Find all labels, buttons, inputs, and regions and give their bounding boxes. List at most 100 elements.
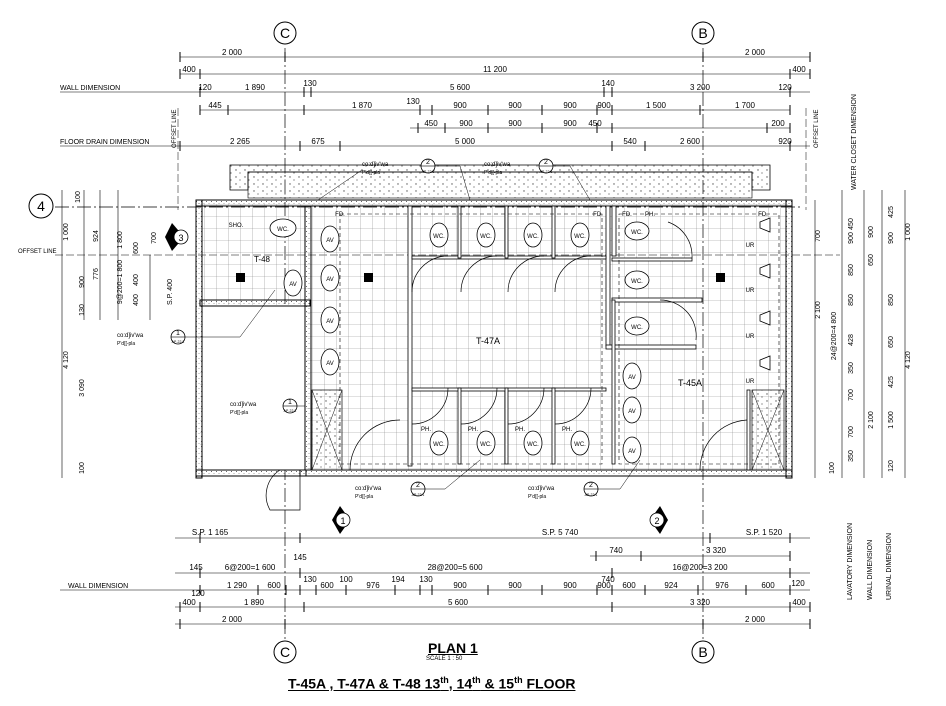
svg-text:AV: AV xyxy=(326,361,334,367)
svg-text:900: 900 xyxy=(868,226,875,238)
room-label-t45a: T-45A xyxy=(678,378,702,388)
svg-text:PH.: PH. xyxy=(515,427,525,433)
svg-text:900: 900 xyxy=(888,232,895,244)
svg-text:600: 600 xyxy=(761,581,775,590)
svg-text:co:d]iv'wa: co:d]iv'wa xyxy=(355,486,382,492)
svg-text:1 500: 1 500 xyxy=(646,101,667,110)
svg-text:120: 120 xyxy=(888,460,895,472)
callout-2-bottom-right: 2 AP-22.1 co:d]iv'wa P'd[[-pla xyxy=(528,481,599,500)
svg-text:100: 100 xyxy=(829,462,836,474)
svg-text:450: 450 xyxy=(424,119,438,128)
svg-text:2 000: 2 000 xyxy=(745,48,766,57)
svg-text:700: 700 xyxy=(848,389,855,401)
svg-text:130: 130 xyxy=(303,575,317,584)
left-dimension-lines xyxy=(61,190,151,478)
drawing-subtitle: T-45A , T-47A & T-48 13th, 14th & 15th F… xyxy=(288,675,576,692)
door-swings xyxy=(265,221,748,511)
fixture-labels: WC. WC. WC. WC. WC. WC. WC. WC. WC. WC. … xyxy=(229,212,768,455)
svg-text:1 290: 1 290 xyxy=(227,581,248,590)
svg-text:3: 3 xyxy=(178,233,183,243)
section-marker-3: 3 xyxy=(165,223,189,251)
right-dimension-lines xyxy=(814,190,906,478)
grid-bubble-4: 4 xyxy=(28,193,54,219)
svg-text:AV: AV xyxy=(326,238,334,244)
callout-1-center: 1 AP-22.1 co:d]iv'wa P'd[[-pla xyxy=(230,398,298,416)
svg-text:900: 900 xyxy=(563,101,577,110)
svg-text:900: 900 xyxy=(508,581,522,590)
svg-text:P'd[[-pla: P'd[[-pla xyxy=(484,170,502,176)
svg-text:924: 924 xyxy=(664,581,678,590)
svg-text:WC.: WC. xyxy=(631,279,643,285)
bottom-dimension-text: S.P. 1 165 S.P. 5 740 S.P. 1 520 740 3 3… xyxy=(182,528,806,624)
offset-line-label-left-top: OFFSET LINE xyxy=(172,109,178,148)
wall-dimension-label-top: WALL DIMENSION xyxy=(60,85,120,92)
svg-text:AV: AV xyxy=(326,319,334,325)
svg-text:700: 700 xyxy=(815,230,822,242)
svg-text:900: 900 xyxy=(508,101,522,110)
svg-text:PH.: PH. xyxy=(645,212,655,218)
svg-text:650: 650 xyxy=(868,254,875,266)
svg-text:400: 400 xyxy=(182,598,196,607)
svg-text:350: 350 xyxy=(848,450,855,462)
svg-text:4 120: 4 120 xyxy=(905,351,912,369)
svg-text:675: 675 xyxy=(311,137,325,146)
svg-text:6@200=1 600: 6@200=1 600 xyxy=(225,563,276,572)
svg-text:400: 400 xyxy=(792,65,806,74)
svg-text:AV: AV xyxy=(628,375,636,381)
section-marker-1: 1 xyxy=(332,506,351,534)
offset-line-label-right-top: OFFSET LINE xyxy=(814,109,820,148)
bottom-dimension-lines xyxy=(60,537,810,625)
svg-text:PH.: PH. xyxy=(562,427,572,433)
plan-scale: SCALE 1 : 50 xyxy=(426,656,463,662)
svg-text:130: 130 xyxy=(303,79,317,88)
svg-text:700: 700 xyxy=(151,232,158,244)
svg-text:650: 650 xyxy=(888,336,895,348)
svg-text:11 200: 11 200 xyxy=(483,65,507,74)
urinal-fixtures xyxy=(759,217,771,371)
svg-text:200: 200 xyxy=(771,119,785,128)
svg-text:FD.: FD. xyxy=(593,212,603,218)
svg-text:1 700: 1 700 xyxy=(735,101,756,110)
svg-text:130: 130 xyxy=(406,97,420,106)
svg-text:700: 700 xyxy=(848,426,855,438)
plan-title: PLAN 1 xyxy=(428,640,478,656)
svg-text:145: 145 xyxy=(189,563,203,572)
svg-text:1 800: 1 800 xyxy=(117,231,124,249)
svg-text:100: 100 xyxy=(79,462,86,474)
grid-bubble-c-bottom: C xyxy=(273,640,297,664)
svg-text:900: 900 xyxy=(597,581,611,590)
svg-text:3 200: 3 200 xyxy=(690,83,711,92)
ceiling-outline xyxy=(339,213,780,465)
svg-text:WC.: WC. xyxy=(277,227,289,233)
grid-bubble-b-bottom: B xyxy=(691,640,715,664)
lavatory-dimension-label: LAVATORY DIMENSION xyxy=(847,523,854,600)
callout-1-left: 1 AP-22.1 co:d]iv'wa P'd[[-pla xyxy=(117,329,186,347)
svg-text:100: 100 xyxy=(75,191,82,203)
svg-text:AP-22.1: AP-22.1 xyxy=(284,409,297,413)
svg-text:900: 900 xyxy=(453,101,467,110)
wall-dimension-label-bottom: WALL DIMENSION xyxy=(68,583,128,590)
svg-text:S.P. 1 520: S.P. 1 520 xyxy=(746,528,783,537)
svg-text:600: 600 xyxy=(133,242,140,254)
top-dimension-text: 2 000 2 000 400 11 200 400 120 1 890 130… xyxy=(182,48,806,146)
svg-text:600: 600 xyxy=(320,581,334,590)
svg-text:100: 100 xyxy=(339,575,353,584)
svg-text:3 320: 3 320 xyxy=(706,546,727,555)
svg-text:B: B xyxy=(698,644,707,660)
svg-text:co:d]iv'wa: co:d]iv'wa xyxy=(362,162,389,168)
svg-text:2 000: 2 000 xyxy=(222,48,243,57)
svg-text:9@200=1 800: 9@200=1 800 xyxy=(117,260,124,304)
svg-text:PH.: PH. xyxy=(421,427,431,433)
callout-2-top-right: 2 AP-22.1 co:d]iv'wa P'd[[-pla xyxy=(484,158,554,176)
svg-text:428: 428 xyxy=(848,334,855,346)
svg-text:WC.: WC. xyxy=(574,234,586,240)
svg-text:FD.: FD. xyxy=(335,212,345,218)
svg-text:1 000: 1 000 xyxy=(63,223,70,241)
svg-text:WC.: WC. xyxy=(527,442,539,448)
svg-text:C: C xyxy=(280,644,290,660)
svg-text:350: 350 xyxy=(848,362,855,374)
svg-text:1 890: 1 890 xyxy=(244,598,265,607)
svg-text:120: 120 xyxy=(191,589,205,598)
svg-text:FD.: FD. xyxy=(622,212,632,218)
